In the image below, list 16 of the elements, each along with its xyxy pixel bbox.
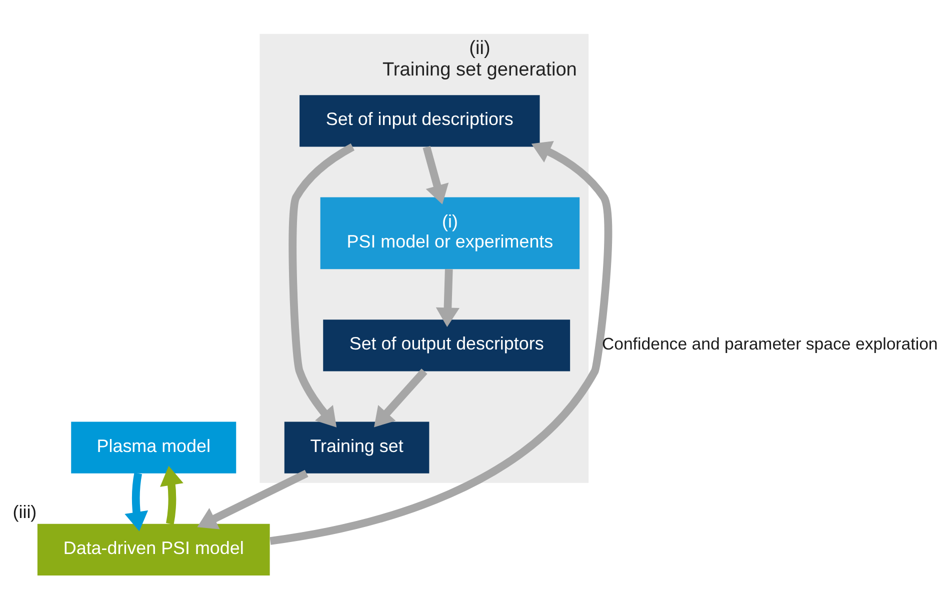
node-box: Plasma model — [71, 422, 236, 474]
arrow — [197, 470, 308, 530]
node-box: Training set — [284, 422, 430, 474]
arrow — [124, 472, 148, 532]
arrow — [374, 368, 428, 428]
arrow — [160, 466, 184, 524]
node-label: (iii) — [12, 502, 37, 522]
arrow — [422, 146, 449, 204]
arrow — [270, 140, 612, 545]
node-box: Data-driven PSI model — [37, 524, 270, 576]
node-box: Set of input descriptiors — [300, 95, 540, 147]
node-box: Set of output descriptors — [323, 320, 570, 372]
edge-label: Confidence and parameter space exploration — [602, 334, 938, 354]
arrow — [288, 143, 355, 428]
node-box: (i) PSI model or experiments — [320, 197, 580, 270]
arrow — [436, 268, 460, 327]
